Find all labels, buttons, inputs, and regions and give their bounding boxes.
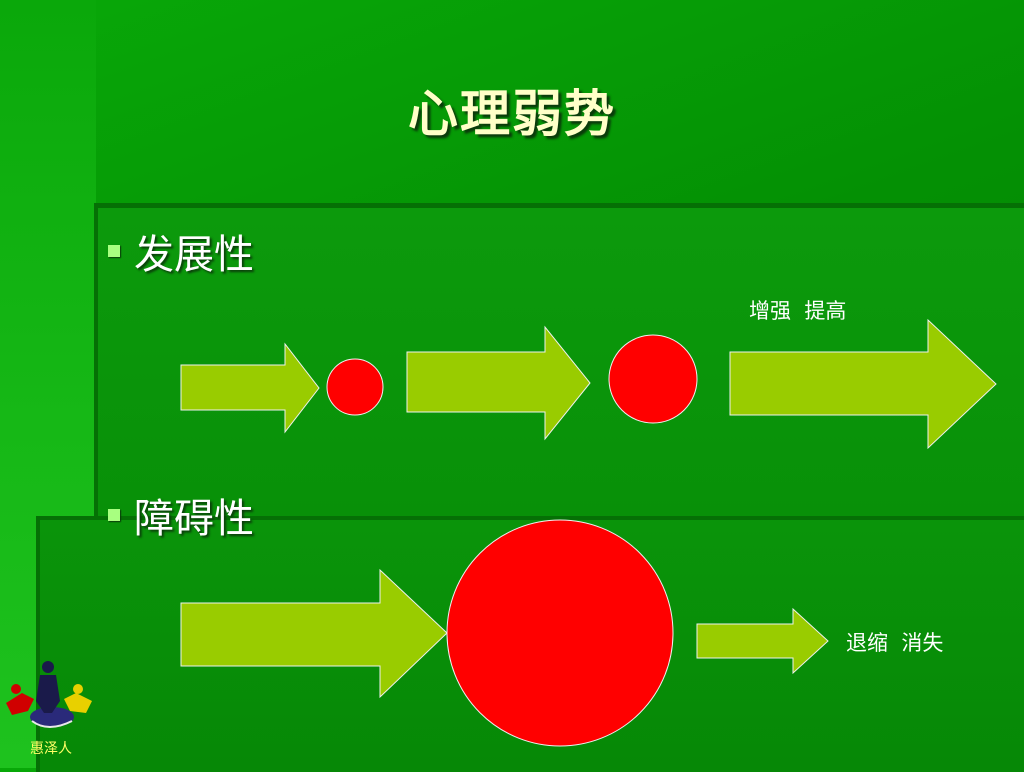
bullet-item-development: 发展性 — [108, 222, 254, 280]
arrow-small — [180, 342, 320, 434]
logo-figures-icon — [6, 661, 92, 728]
slide-title: 心理弱势 — [408, 85, 616, 143]
caption-growth: 增强 提高 — [749, 299, 847, 323]
arrow-medium — [406, 325, 591, 441]
circle-medium — [608, 334, 698, 424]
arrow-outgoing — [696, 607, 829, 675]
arrow-large — [729, 318, 997, 450]
circle-small — [326, 358, 384, 416]
circle-large — [446, 519, 674, 747]
bullet-square-icon — [108, 245, 120, 257]
bullet-square-icon — [108, 509, 120, 521]
bullet-label: 障碍性 — [134, 496, 254, 542]
bullet-label: 发展性 — [134, 232, 254, 278]
arrow-incoming — [180, 568, 448, 699]
caption-decline: 退缩 消失 — [846, 631, 944, 655]
logo-text: 惠泽人 — [30, 741, 72, 757]
bullet-item-obstacle: 障碍性 — [108, 486, 254, 544]
